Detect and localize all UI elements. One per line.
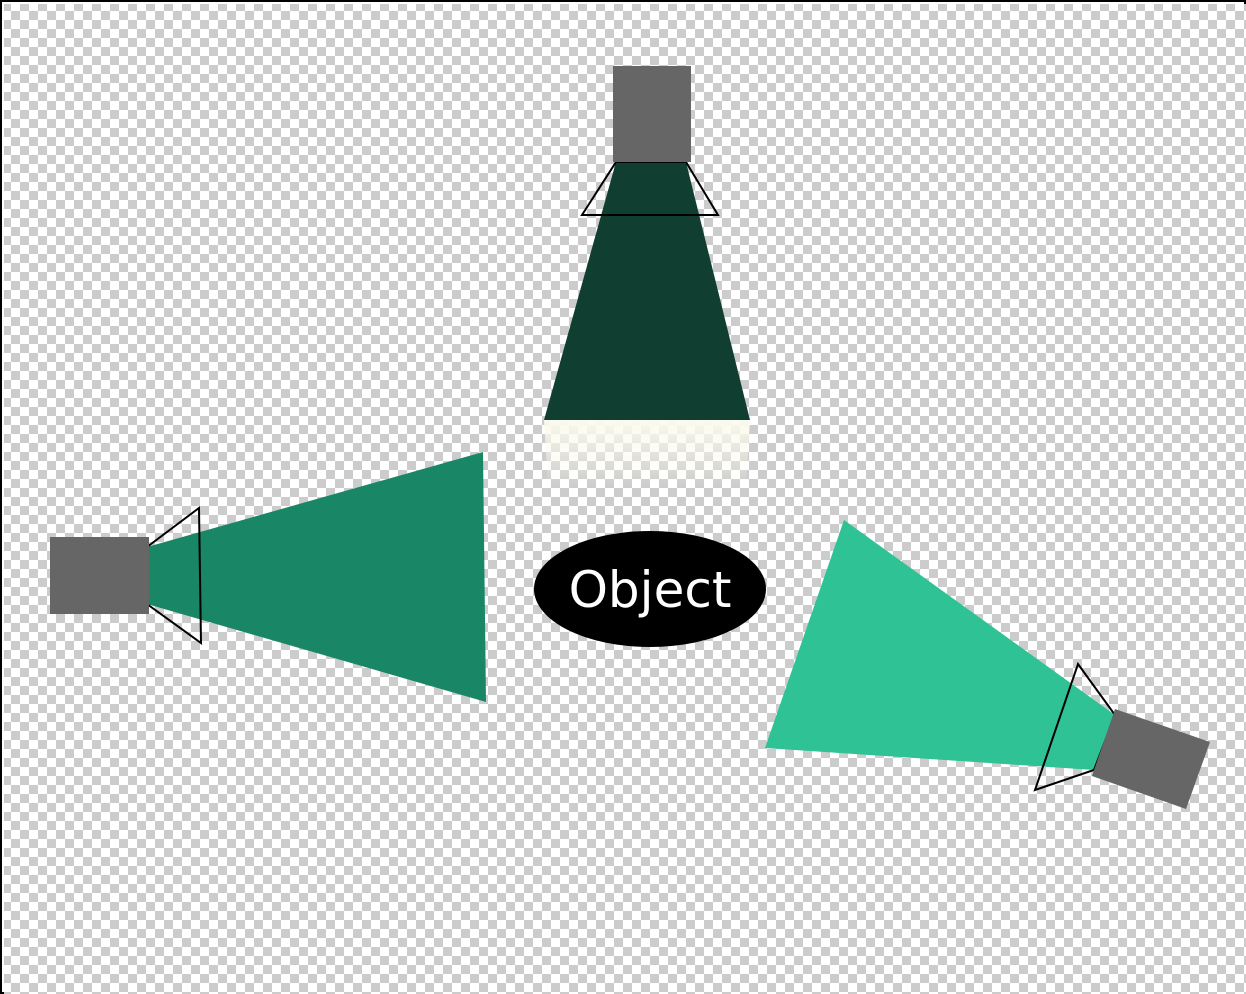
top-light-beam (544, 162, 750, 420)
left-light (50, 452, 486, 702)
left-light-beam (147, 452, 486, 702)
top-lamp-body (613, 66, 691, 162)
object-ellipse (534, 531, 766, 647)
center-object: Object (534, 531, 766, 647)
left-lamp-body (50, 537, 149, 614)
bottom-right-light (765, 520, 1210, 809)
top-light-beam-fade (544, 420, 750, 487)
top-light (544, 66, 750, 487)
bottom-right-lamp-body (1092, 709, 1210, 809)
object-label: Object (569, 561, 732, 619)
bottom-right-light-beam (765, 520, 1115, 770)
bottom-right-light-shade (1033, 661, 1117, 792)
